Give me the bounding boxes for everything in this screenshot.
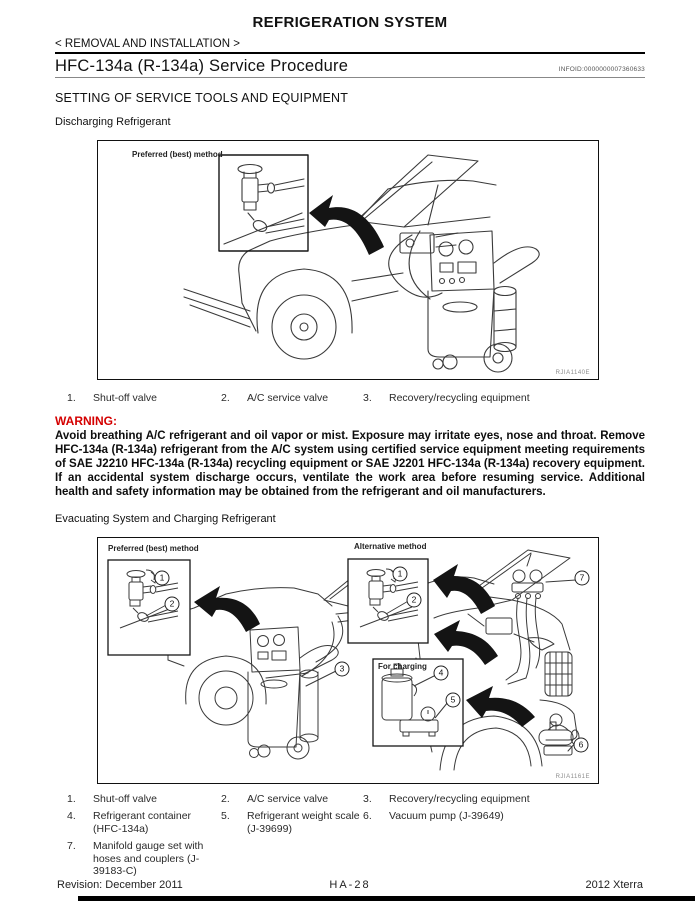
discharging-legend: 1. Shut-off valve 2. A/C service valve 3…	[55, 392, 645, 405]
callout-7: 7	[574, 570, 590, 586]
black-arrow-icon	[309, 195, 384, 255]
breadcrumb: < REMOVAL AND INSTALLATION >	[55, 38, 240, 50]
evacuating-legend: 1. Shut-off valve 2. A/C service valve 3…	[55, 793, 645, 878]
header-rule	[55, 52, 645, 54]
legend-text: Vacuum pump (J-39649)	[389, 810, 504, 823]
legend-num: 6.	[363, 810, 372, 823]
warning-block: WARNING: Avoid breathing A/C refrigerant…	[55, 414, 645, 500]
legend-num: 2.	[221, 792, 230, 805]
figure-code: RJIA1161E	[555, 773, 590, 780]
evacuating-subheading: Evacuating System and Charging Refrigera…	[55, 512, 276, 525]
alternative-method-label: Alternative method	[354, 541, 427, 551]
procedure-rule	[55, 77, 645, 78]
setting-heading: SETTING OF SERVICE TOOLS AND EQUIPMENT	[55, 91, 349, 105]
section-title: REFRIGERATION SYSTEM	[252, 14, 448, 31]
page-number: HA-28	[329, 879, 371, 891]
callout-6: 6	[573, 737, 589, 753]
warning-text: Avoid breathing A/C refrigerant and oil …	[55, 429, 645, 499]
callout-4: 4	[433, 665, 449, 681]
bottom-edge-bar	[78, 896, 695, 901]
infoid-label: INFOID:0000000007360633	[558, 66, 645, 73]
procedure-title: HFC-134a (R-134a) Service Procedure	[55, 57, 349, 75]
black-arrow-icon	[194, 585, 260, 632]
procedure-header: HFC-134a (R-134a) Service Procedure INFO…	[55, 57, 645, 76]
legend-text: Shut-off valve	[93, 792, 158, 805]
preferred-method-label: Preferred (best) method	[108, 543, 199, 553]
discharging-subheading: Discharging Refrigerant	[55, 116, 171, 128]
figure-code: RJIA1140E	[555, 370, 590, 376]
legend-num: 5.	[221, 810, 230, 823]
model-label: 2012 Xterra	[585, 879, 643, 891]
callout-2: 2	[164, 596, 180, 612]
black-arrow-icon	[466, 685, 535, 727]
legend-num: 3.	[363, 792, 372, 805]
black-arrow-icon	[433, 563, 495, 614]
for-charging-label: For charging	[378, 661, 427, 671]
callout-3: 3	[334, 661, 350, 677]
evacuating-illustration	[107, 549, 580, 771]
legend-text: Manifold gauge set with hoses and couple…	[93, 840, 204, 878]
legend-num: 1.	[67, 392, 76, 404]
black-arrow-icon	[434, 619, 498, 665]
discharge-illustration	[183, 154, 540, 373]
callout-2-alt: 2	[406, 592, 422, 608]
discharging-figure: Preferred (best) method RJIA1140E	[97, 140, 599, 380]
callout-1: 1	[154, 570, 170, 586]
legend-text: Recovery/recycling equipment	[389, 392, 530, 404]
legend-num: 4.	[67, 810, 76, 823]
revision-label: Revision: December 2011	[57, 879, 183, 891]
warning-label: WARNING:	[55, 413, 117, 428]
evacuating-figure: Preferred (best) method Alternative meth…	[97, 536, 599, 784]
legend-num: 3.	[363, 392, 372, 404]
page-footer: Revision: December 2011 HA-28 2012 Xterr…	[57, 879, 643, 891]
preferred-method-label: Preferred (best) method	[132, 150, 223, 159]
callout-5: 5	[445, 692, 461, 708]
callout-1-alt: 1	[392, 566, 408, 582]
legend-text: Refrigerant container (HFC-134a)	[93, 810, 192, 835]
legend-text: A/C service valve	[247, 392, 329, 404]
legend-num: 1.	[67, 792, 76, 805]
legend-text: Refrigerant weight scale (J-39699)	[247, 810, 360, 835]
legend-num: 7.	[67, 840, 76, 853]
legend-text: Recovery/recycling equipment	[389, 792, 530, 805]
legend-text: A/C service valve	[247, 792, 329, 805]
legend-num: 2.	[221, 392, 230, 404]
legend-text: Shut-off valve	[93, 392, 158, 404]
